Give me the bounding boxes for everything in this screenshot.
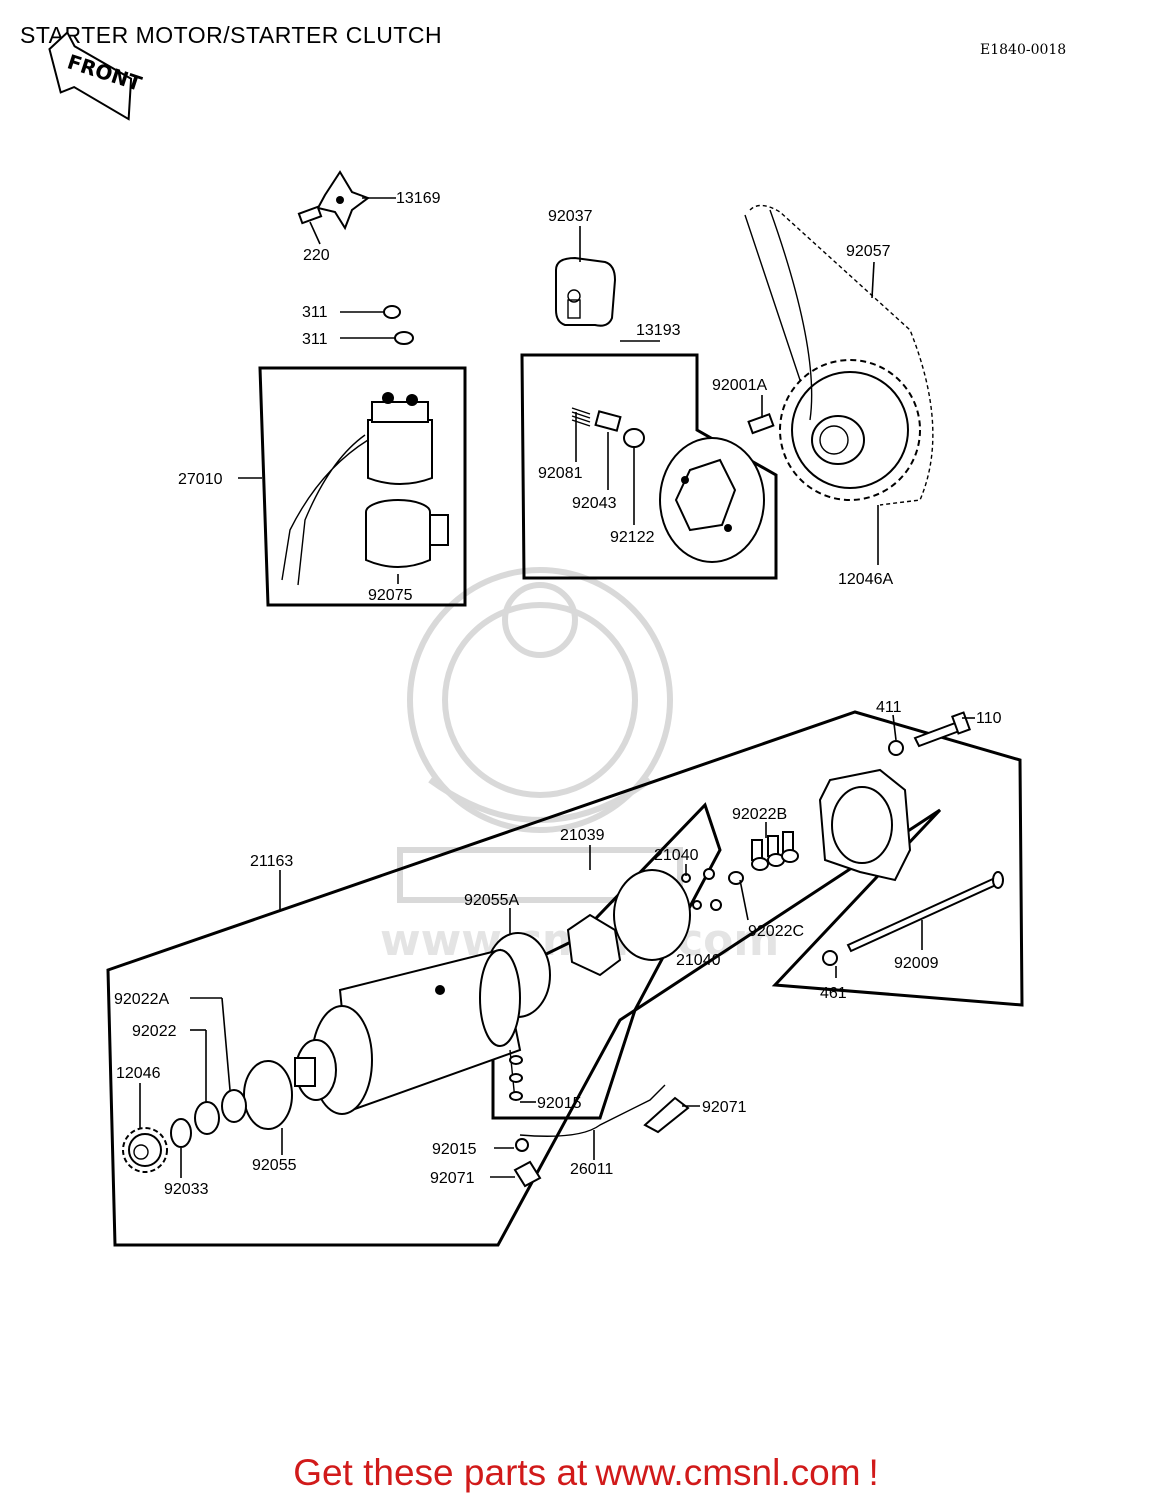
callout-92081: 92081 xyxy=(538,465,583,482)
callout-411: 411 xyxy=(876,699,902,716)
callout-92022: 92022 xyxy=(132,1023,177,1040)
footer-suffix: ! xyxy=(868,1452,879,1493)
callout-92009: 92009 xyxy=(894,955,939,972)
callout-12046: 12046 xyxy=(116,1065,161,1082)
starter-clutch-frame xyxy=(520,353,778,580)
callout-26011: 26011 xyxy=(570,1161,613,1178)
callout-92057: 92057 xyxy=(846,243,891,260)
part-12046A-sprocket xyxy=(779,359,921,501)
part-13169-plate xyxy=(316,170,371,231)
part-92055-oring xyxy=(243,1060,293,1130)
callout-92071-left: 92071 xyxy=(430,1170,475,1187)
solenoid-frame xyxy=(258,366,467,607)
callout-92043: 92043 xyxy=(572,495,617,512)
part-21039-brush-holder xyxy=(566,869,691,977)
leader-lines xyxy=(139,197,975,1178)
part-311-nut-lower xyxy=(394,331,414,345)
callout-92001A: 92001A xyxy=(712,377,767,394)
callout-21040-lower: 21040 xyxy=(676,952,721,969)
part-92009-through-bolt xyxy=(846,871,1004,953)
part-92037-damper xyxy=(555,256,617,327)
part-12046-gear xyxy=(122,1127,168,1173)
callout-92055: 92055 xyxy=(252,1157,297,1174)
footer-url[interactable]: www.cmsnl.com xyxy=(595,1452,861,1493)
callout-311-upper: 311 xyxy=(302,304,328,321)
front-arrow-badge: FRONT xyxy=(48,30,145,121)
callout-311-lower: 311 xyxy=(302,331,328,348)
part-92122-roller xyxy=(623,428,645,448)
part-92043-pin xyxy=(594,410,622,432)
part-461-washer xyxy=(822,950,838,966)
part-cable-26011 xyxy=(509,1049,690,1188)
callout-461: 461 xyxy=(820,985,847,1002)
callout-21163: 21163 xyxy=(250,853,293,870)
part-110-bolt xyxy=(913,711,971,748)
callout-92022B: 92022B xyxy=(732,806,787,823)
callout-27010: 27010 xyxy=(178,471,223,488)
callout-92015-lower: 92015 xyxy=(432,1141,477,1158)
callout-21039: 21039 xyxy=(560,827,605,844)
part-92022A-washer xyxy=(221,1089,247,1123)
diagram-code: E1840-0018 xyxy=(980,42,1067,58)
part-92057-chain xyxy=(744,204,934,506)
footer-prefix: Get these parts at xyxy=(293,1452,588,1493)
part-starter-clutch-body xyxy=(659,437,765,563)
part-92075-cover xyxy=(365,499,449,568)
diagram-title: STARTER MOTOR/STARTER CLUTCH xyxy=(20,22,443,48)
part-end-cover xyxy=(818,768,912,882)
part-311-nut-upper xyxy=(383,305,401,319)
callout-92015-upper: 92015 xyxy=(537,1095,582,1112)
part-92022B-washers xyxy=(751,831,799,871)
part-92081-spring xyxy=(571,407,591,427)
part-92022-washer xyxy=(194,1101,220,1135)
callout-92033: 92033 xyxy=(164,1181,209,1198)
part-92001A-bolt xyxy=(747,412,775,435)
callout-220: 220 xyxy=(303,247,330,264)
callout-92055A: 92055A xyxy=(464,892,519,909)
part-411-nut xyxy=(888,740,904,756)
callout-92022A: 92022A xyxy=(114,991,169,1008)
callout-110: 110 xyxy=(976,710,1002,727)
callout-21040-upper: 21040 xyxy=(654,847,699,864)
callout-92071-right: 92071 xyxy=(702,1099,747,1116)
callout-92122: 92122 xyxy=(610,529,655,546)
callout-92037: 92037 xyxy=(548,208,593,225)
callout-13169: 13169 xyxy=(396,190,441,207)
callout-13193: 13193 xyxy=(636,322,681,339)
part-92033-circlip xyxy=(170,1118,192,1148)
part-220-bolt xyxy=(297,205,323,225)
part-21163-starter-motor xyxy=(294,948,522,1115)
callout-12046A: 12046A xyxy=(838,571,893,588)
callout-92075: 92075 xyxy=(368,587,413,604)
part-21040-brush-screws xyxy=(681,868,722,911)
callout-92022C: 92022C xyxy=(748,923,804,940)
part-27010-solenoid xyxy=(281,392,433,586)
